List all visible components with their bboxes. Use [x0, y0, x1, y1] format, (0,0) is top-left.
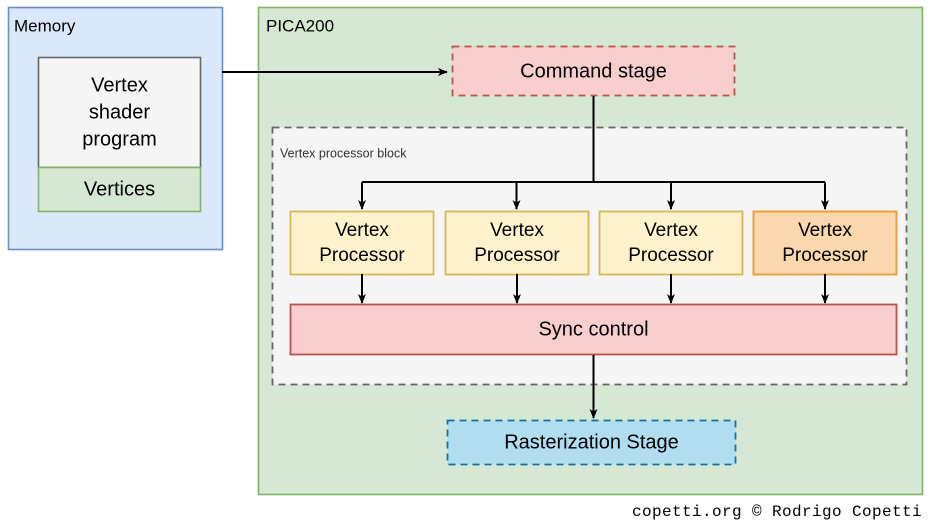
vertex-shader-program-label-line-2: shader: [89, 101, 150, 123]
vertex-processor-4-label-line-1: Vertex: [798, 220, 852, 241]
memory-panel-label: Memory: [14, 16, 76, 35]
vertex-processor-box-2[interactable]: [444, 210, 590, 276]
command-stage-label: Command stage: [520, 60, 667, 82]
vertex-processor-3-label-line-2: Processor: [628, 245, 714, 266]
rasterization-stage-box[interactable]: [446, 419, 737, 466]
vertex-processor-block-label: Vertex processor block: [280, 146, 407, 160]
sync-control-box[interactable]: [289, 303, 898, 356]
vertex-shader-program-label-line-3: program: [82, 128, 156, 150]
vertices-box[interactable]: [37, 166, 202, 213]
vertex-processor-2-label-line-1: Vertex: [490, 220, 544, 241]
vertex-shader-program-label-line-1: Vertex: [91, 74, 148, 96]
vertices-label: Vertices: [84, 178, 155, 200]
vertex-processor-4-label-line-2: Processor: [782, 245, 868, 266]
sync-control-label: Sync control: [538, 318, 648, 340]
vertex-processor-box-4[interactable]: [752, 210, 898, 276]
vertex-processor-1-label-line-1: Vertex: [335, 220, 389, 241]
command-stage-box[interactable]: [451, 45, 736, 97]
vertex-shader-program-box[interactable]: [37, 56, 202, 169]
vertex-processor-box-1[interactable]: [289, 210, 435, 276]
credit-text: copetti.org © Rodrigo Copetti: [632, 503, 922, 521]
rasterization-stage-label: Rasterization Stage: [504, 431, 679, 453]
pica200-panel-label: PICA200: [266, 16, 334, 35]
vertex-processor-1-label-line-2: Processor: [319, 245, 405, 266]
vertex-processor-3-label-line-1: Vertex: [644, 220, 698, 241]
vertex-processor-2-label-line-2: Processor: [474, 245, 560, 266]
